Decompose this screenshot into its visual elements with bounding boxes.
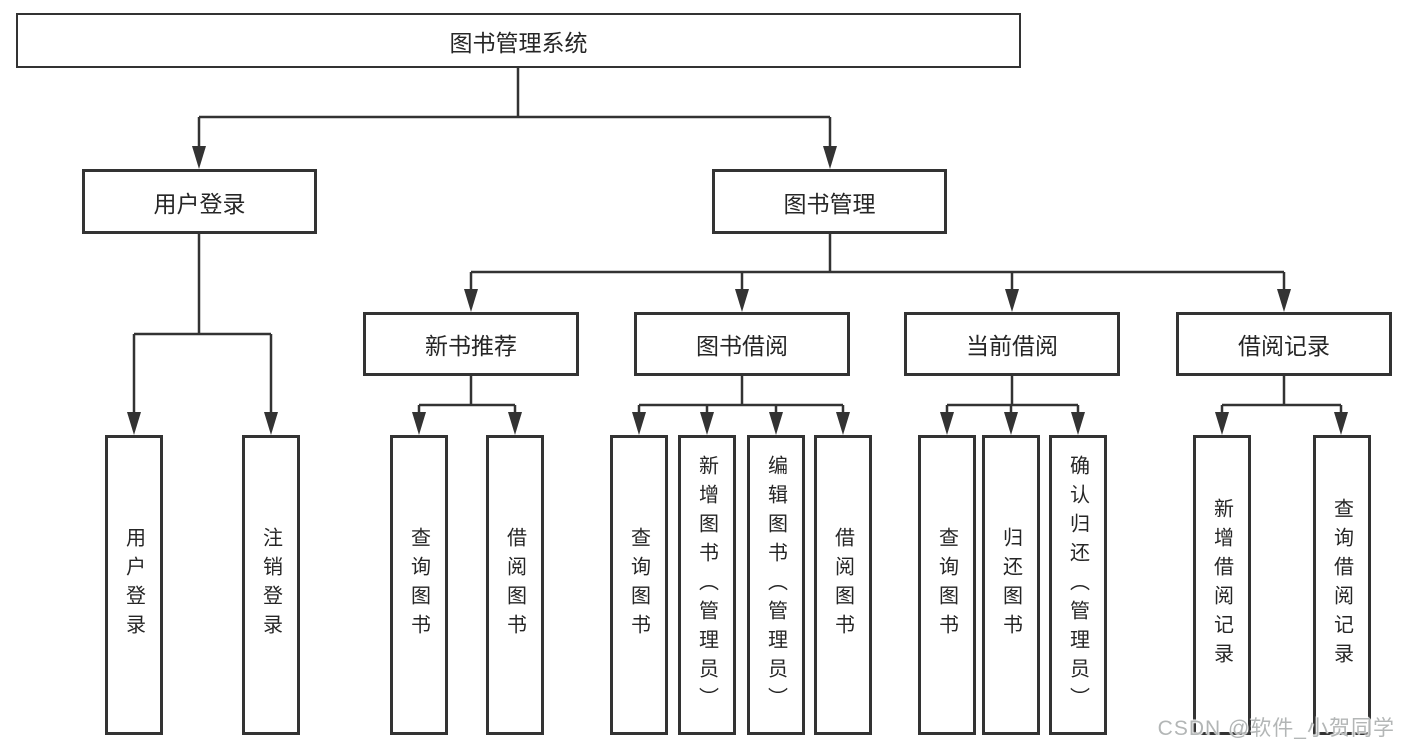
leaf-label: 归还图书 — [999, 527, 1022, 643]
leaf-label: 查询借阅记录 — [1330, 498, 1353, 672]
leaf-borrow-books: 借阅图书 — [814, 435, 872, 735]
node-root: 图书管理系统 — [16, 13, 1021, 68]
leaf-logout: 注销登录 — [242, 435, 300, 735]
leaf-query-books-recommend: 查询图书 — [390, 435, 448, 735]
node-new-book-recommend: 新书推荐 — [363, 312, 579, 376]
leaf-label: 查询图书 — [935, 527, 958, 643]
leaf-label: 借阅图书 — [831, 527, 854, 643]
node-current-borrow: 当前借阅 — [904, 312, 1120, 376]
leaf-return-book: 归还图书 — [982, 435, 1040, 735]
leaf-edit-book-admin: 编辑图书（管理员） — [747, 435, 805, 735]
leaf-label: 用户登录 — [122, 527, 145, 643]
node-borrow-records: 借阅记录 — [1176, 312, 1392, 376]
leaf-user-login: 用户登录 — [105, 435, 163, 735]
leaf-label: 借阅图书 — [503, 527, 526, 643]
leaf-label: 查询图书 — [627, 527, 650, 643]
node-book-management: 图书管理 — [712, 169, 947, 234]
leaf-add-book-admin: 新增图书（管理员） — [678, 435, 736, 735]
leaf-label: 查询图书 — [407, 527, 430, 643]
leaf-label: 确认归还（管理员） — [1066, 454, 1089, 716]
node-book-borrow: 图书借阅 — [634, 312, 850, 376]
watermark: CSDN @软件_小贺同学 — [1157, 717, 1395, 740]
leaf-borrow-books-recommend: 借阅图书 — [486, 435, 544, 735]
leaf-query-books-current: 查询图书 — [918, 435, 976, 735]
leaf-confirm-return-admin: 确认归还（管理员） — [1049, 435, 1107, 735]
node-user-login: 用户登录 — [82, 169, 317, 234]
leaf-add-borrow-record: 新增借阅记录 — [1193, 435, 1251, 735]
leaf-query-books-borrow: 查询图书 — [610, 435, 668, 735]
leaf-label: 新增图书（管理员） — [695, 454, 718, 716]
leaf-query-borrow-record: 查询借阅记录 — [1313, 435, 1371, 735]
leaf-label: 注销登录 — [259, 527, 282, 643]
leaf-label: 编辑图书（管理员） — [764, 454, 787, 716]
leaf-label: 新增借阅记录 — [1210, 498, 1233, 672]
